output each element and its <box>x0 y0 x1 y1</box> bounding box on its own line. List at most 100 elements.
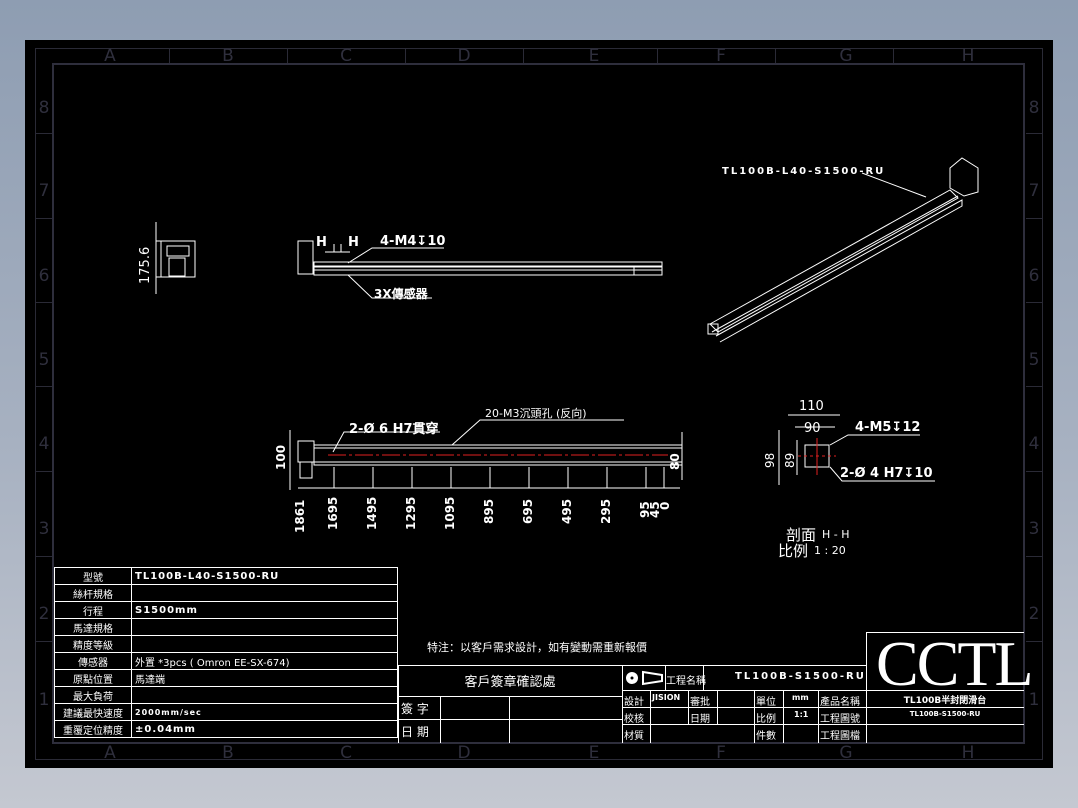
spec-label: 精度等級 <box>54 635 132 653</box>
table-row: 馬達規格 <box>54 618 398 636</box>
zone-right-5: 5 <box>1028 350 1040 370</box>
project-name-value: TL100B-S1500-RU <box>735 671 866 682</box>
position-label: 1095 <box>443 496 457 530</box>
spec-label: 最大負荷 <box>54 686 132 704</box>
material-label: 材質 <box>624 731 644 742</box>
scale-value: 1:1 <box>794 710 809 719</box>
design-value: JISION <box>652 693 681 702</box>
spec-value: 外置 *3pcs ( Omron EE-SX-674) <box>131 652 398 670</box>
zone-bottom-h: H <box>961 743 975 763</box>
spec-value: S1500mm <box>131 601 398 619</box>
section-scale-value: 1 : 20 <box>814 544 846 557</box>
section-height-inner: 89 <box>783 452 797 468</box>
section-mark-left: H <box>316 235 327 250</box>
table-row: 精度等級 <box>54 635 398 653</box>
brand-logo: CCTL <box>876 628 1034 699</box>
spec-value: TL100B-L40-S1500-RU <box>131 567 398 585</box>
brand-product-name: TL100B半封閉滑台 <box>903 696 987 706</box>
section-width-outer: 110 <box>799 399 824 414</box>
spec-label: 原點位置 <box>54 669 132 687</box>
section-pin-callout: 2-Ø 4 H7↧10 <box>840 466 933 481</box>
table-row: 最大負荷 <box>54 686 398 704</box>
unit-value: mm <box>792 693 809 702</box>
top-view <box>297 240 663 299</box>
position-label: 1695 <box>326 496 340 530</box>
zone-top-e: E <box>588 46 600 66</box>
zone-bottom-a: A <box>104 743 116 763</box>
zone-right-1: 1 <box>1028 690 1040 710</box>
spec-value: 2000mm/sec <box>131 703 398 721</box>
zone-left-1: 1 <box>38 690 50 710</box>
project-name-label: 工程名稱 <box>666 676 706 687</box>
product-name-label: 產品名稱 <box>820 697 860 708</box>
approve-label: 審批 <box>690 697 710 708</box>
approval-date-label: 日 期 <box>401 725 429 739</box>
date-field[interactable] <box>442 721 508 741</box>
section-thread-callout: 4-M5↧12 <box>855 420 921 435</box>
section-scale-label: 比例 <box>778 542 809 560</box>
unit-label: 單位 <box>756 697 776 708</box>
spec-value: ±0.04mm <box>131 720 398 738</box>
zone-top-g: G <box>839 46 853 66</box>
zone-bottom-f: F <box>716 743 726 763</box>
sheet-border-outer <box>35 48 1043 760</box>
zone-left-4: 4 <box>38 434 50 454</box>
front-view-hole-callout: 20-M3沉頭孔 (反向) <box>485 407 587 420</box>
spec-value: 馬達端 <box>131 669 398 687</box>
iso-view <box>707 157 979 343</box>
position-label: 1295 <box>404 496 418 530</box>
zone-right-8: 8 <box>1028 98 1040 118</box>
qty-label: 件數 <box>756 731 776 742</box>
position-label: 695 <box>521 498 535 524</box>
design-label: 設計 <box>624 697 644 708</box>
table-row: 重覆定位精度±0.04mm <box>54 720 398 738</box>
spec-value <box>131 686 398 704</box>
front-view-pin-callout: 2-Ø 6 H7貫穿 <box>349 422 439 437</box>
zone-top-h: H <box>961 46 975 66</box>
end-view <box>155 222 196 294</box>
zone-top-d: D <box>457 46 471 66</box>
top-view-sensor-callout: 3X傳感器 <box>374 287 428 301</box>
spec-value <box>131 584 398 602</box>
zone-bottom-e: E <box>588 743 600 763</box>
section-width-inner: 90 <box>804 421 821 436</box>
projection-symbol-icon <box>626 670 663 686</box>
scale-label: 比例 <box>756 714 776 725</box>
zone-top-a: A <box>104 46 116 66</box>
zone-bottom-b: B <box>222 743 234 763</box>
zone-left-6: 6 <box>38 266 50 286</box>
table-row: 絲杆規格 <box>54 584 398 602</box>
spec-label: 馬達規格 <box>54 618 132 636</box>
front-view <box>289 419 683 490</box>
zone-left-3: 3 <box>38 519 50 539</box>
table-row: 傳感器外置 *3pcs ( Omron EE-SX-674) <box>54 652 398 670</box>
position-label: 1495 <box>365 496 379 530</box>
zone-right-4: 4 <box>1028 434 1040 454</box>
end-view-dimension: 175.6 <box>138 246 153 284</box>
top-view-hole-callout: 4-M4↧10 <box>380 234 446 249</box>
section-height-outer: 98 <box>763 452 777 468</box>
zone-right-7: 7 <box>1028 181 1040 201</box>
zone-top-f: F <box>716 46 726 66</box>
approval-sign-label: 簽 字 <box>401 702 429 716</box>
position-label: 495 <box>560 498 574 524</box>
zone-top-c: C <box>340 46 352 66</box>
spec-label: 傳感器 <box>54 652 132 670</box>
iso-view-label: TL100B-L40-S1500-RU <box>722 166 886 177</box>
spec-label: 型號 <box>54 567 132 585</box>
drawing-no-label: 工程圖號 <box>820 714 860 725</box>
zone-right-6: 6 <box>1028 266 1040 286</box>
position-label: 0 <box>658 501 672 510</box>
table-row: 原點位置馬達端 <box>54 669 398 687</box>
sign-field[interactable] <box>442 698 508 718</box>
front-view-height-right: 80 <box>668 453 682 470</box>
position-label: 895 <box>482 498 496 524</box>
approval-title: 客戶簽章確認處 <box>464 675 556 690</box>
position-label: 295 <box>599 498 613 524</box>
zone-left-7: 7 <box>38 181 50 201</box>
drawing-file-label: 工程圖檔 <box>820 731 860 742</box>
section-title: 剖面 <box>786 526 817 544</box>
spec-value <box>131 635 398 653</box>
